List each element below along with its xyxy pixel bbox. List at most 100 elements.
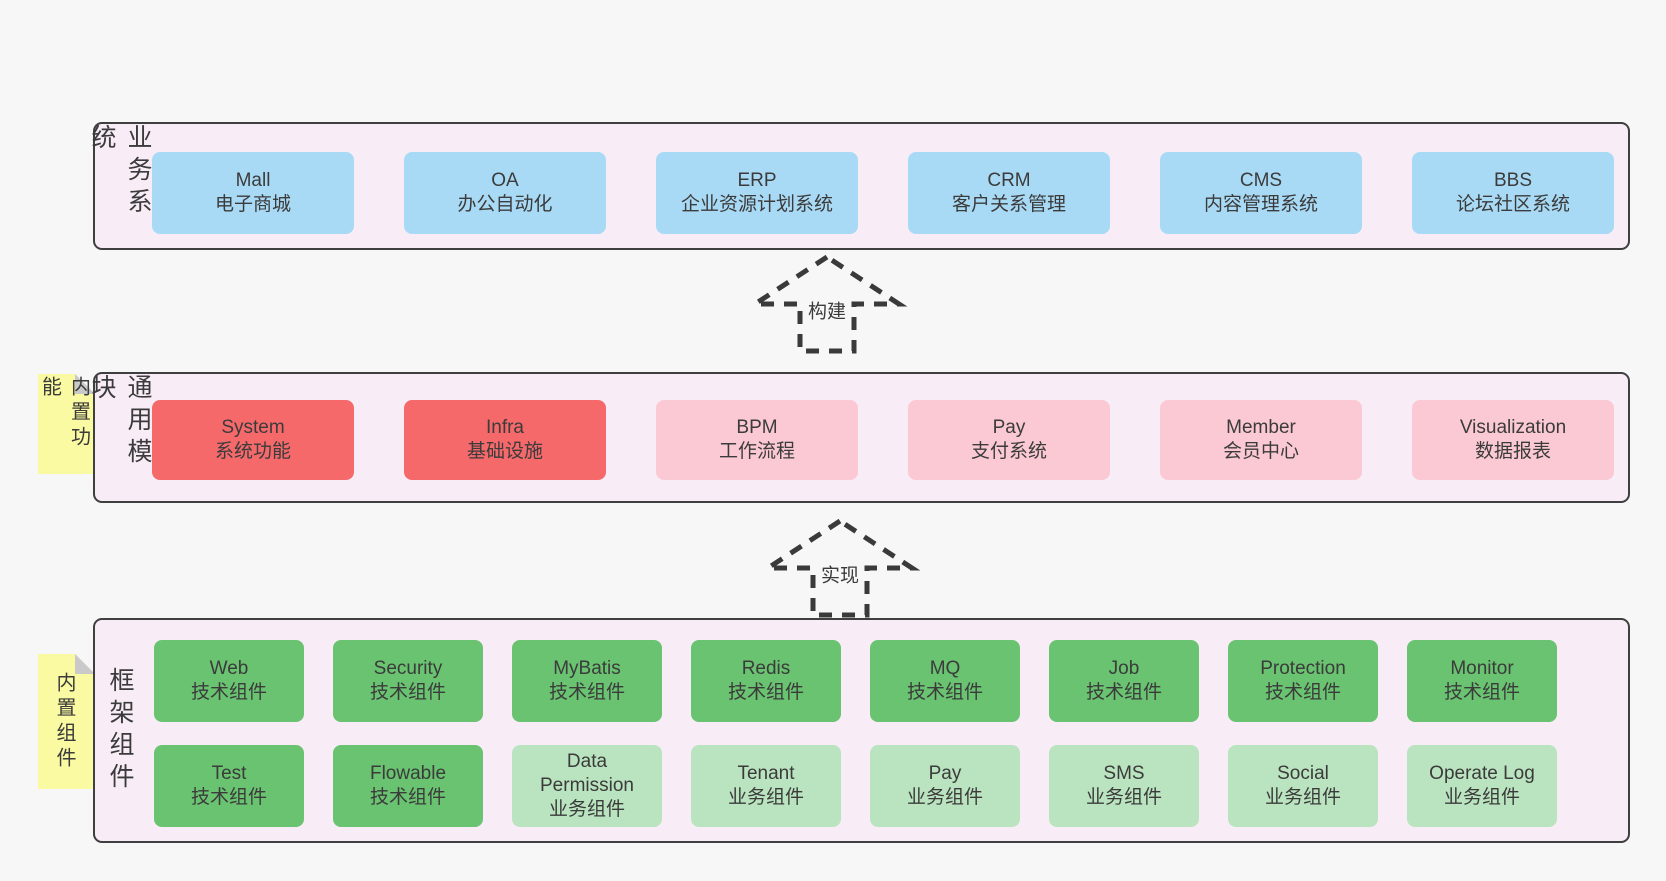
box-subtitle-zh: 技术组件 — [369, 682, 446, 703]
box-title-en: Tenant — [737, 763, 795, 784]
builtin-components-sticky-note: 内置组件 — [38, 654, 95, 789]
component-box-pay: Pay 支付系统 — [908, 400, 1110, 480]
box-subtitle-zh: 内容管理系统 — [1203, 194, 1318, 215]
business-systems-box-row: Mall 电子商城 OA 办公自动化 ERP 企业资源计划系统 CRM 客户关系管理 CMS 内容… — [152, 152, 1614, 234]
component-box-crm: CRM 客户关系管理 — [908, 152, 1110, 234]
box-title-en: Mall — [235, 170, 271, 191]
component-box-member: Member 会员中心 — [1160, 400, 1362, 480]
box-subtitle-zh: 数据报表 — [1474, 441, 1551, 462]
component-box-security: Security 技术组件 — [333, 640, 483, 722]
box-title-en: CRM — [987, 170, 1031, 191]
component-box-protection: Protection 技术组件 — [1228, 640, 1378, 722]
box-subtitle-zh: 系统功能 — [214, 441, 291, 462]
box-subtitle-zh: 技术组件 — [190, 787, 267, 808]
component-box-redis: Redis 技术组件 — [691, 640, 841, 722]
box-title-en: Pay — [928, 763, 962, 784]
dashed-up-arrow-icon — [746, 254, 908, 354]
box-title-en: Protection — [1260, 658, 1346, 679]
box-title-en: Operate Log — [1429, 763, 1535, 784]
builtin-features-sticky-label: 内置功能 — [38, 376, 90, 451]
box-title-en: Infra — [485, 417, 525, 438]
box-title-en: BPM — [736, 417, 778, 438]
box-title-en: Job — [1108, 658, 1140, 679]
box-title-en: Visualization — [1459, 417, 1567, 438]
component-box-mybatis: MyBatis 技术组件 — [512, 640, 662, 722]
box-title-en: SMS — [1103, 763, 1145, 784]
component-box-mall: Mall 电子商城 — [152, 152, 354, 234]
box-title-en: OA — [491, 170, 519, 191]
box-subtitle-zh: 技术组件 — [727, 682, 804, 703]
box-title-en: System — [221, 417, 285, 438]
box-subtitle-zh: 业务组件 — [727, 787, 804, 808]
box-title-en: Security — [373, 658, 443, 679]
sticky-note-icon — [38, 374, 95, 474]
box-subtitle-zh: 技术组件 — [548, 682, 625, 703]
band-label-common-modules: 通用模块 — [88, 374, 152, 470]
component-box-tenant: Tenant 业务组件 — [691, 745, 841, 827]
box-subtitle-zh: 业务组件 — [1085, 787, 1162, 808]
builtin-features-sticky-note: 内置功能 — [38, 374, 95, 474]
box-title-en: BBS — [1493, 170, 1533, 191]
box-subtitle-zh: 技术组件 — [1085, 682, 1162, 703]
component-box-mq: MQ 技术组件 — [870, 640, 1020, 722]
box-title-en: Web — [209, 658, 249, 679]
box-subtitle-zh: 业务组件 — [906, 787, 983, 808]
box-title-en: Member — [1226, 417, 1296, 438]
component-box-job: Job 技术组件 — [1049, 640, 1199, 722]
box-subtitle-zh: 基础设施 — [466, 441, 543, 462]
box-subtitle-zh: 业务组件 — [548, 799, 625, 820]
box-title-en: MQ — [929, 658, 961, 679]
box-subtitle-zh: 企业资源计划系统 — [680, 194, 833, 215]
box-title-en: Redis — [741, 658, 791, 679]
build-arrow: 构建 — [746, 254, 908, 354]
box-subtitle-zh: 业务组件 — [1443, 787, 1520, 808]
box-title-en: MyBatis — [553, 658, 621, 679]
sticky-note-icon — [38, 654, 95, 789]
box-title-en: Data Permission — [540, 751, 634, 796]
box-subtitle-zh: 支付系统 — [970, 441, 1047, 462]
component-box-infra: Infra 基础设施 — [404, 400, 606, 480]
component-box-operate-log: Operate Log 业务组件 — [1407, 745, 1557, 827]
component-box-flowable: Flowable 技术组件 — [333, 745, 483, 827]
box-subtitle-zh: 技术组件 — [1443, 682, 1520, 703]
component-box-pay: Pay 业务组件 — [870, 745, 1020, 827]
box-subtitle-zh: 会员中心 — [1222, 441, 1299, 462]
box-title-en: CMS — [1239, 170, 1283, 191]
component-box-cms: CMS 内容管理系统 — [1160, 152, 1362, 234]
implement-arrow: 实现 — [759, 518, 921, 618]
implement-arrow-label: 实现 — [816, 559, 864, 589]
box-subtitle-zh: 技术组件 — [906, 682, 983, 703]
box-subtitle-zh: 技术组件 — [190, 682, 267, 703]
band-label-framework-components: 框架组件 — [106, 666, 134, 795]
dashed-up-arrow-icon — [759, 518, 921, 618]
component-box-system: System 系统功能 — [152, 400, 354, 480]
component-box-monitor: Monitor 技术组件 — [1407, 640, 1557, 722]
business-systems-band: 业务系统 Mall 电子商城 OA 办公自动化 ERP 企业资源计划系统 CRM 客户关系管理… — [88, 122, 1630, 250]
component-box-oa: OA 办公自动化 — [404, 152, 606, 234]
box-title-en: Pay — [992, 417, 1026, 438]
box-subtitle-zh: 业务组件 — [1264, 787, 1341, 808]
component-box-data-permission: Data Permission 业务组件 — [512, 745, 662, 827]
box-subtitle-zh: 技术组件 — [369, 787, 446, 808]
component-box-web: Web 技术组件 — [154, 640, 304, 722]
box-title-en: Flowable — [369, 763, 447, 784]
band-label-business-systems: 业务系统 — [88, 124, 152, 220]
component-box-sms: SMS 业务组件 — [1049, 745, 1199, 827]
component-box-erp: ERP 企业资源计划系统 — [656, 152, 858, 234]
box-title-en: Monitor — [1450, 658, 1514, 679]
box-title-en: ERP — [737, 170, 777, 191]
box-subtitle-zh: 电子商城 — [214, 194, 291, 215]
builtin-components-sticky-label: 内置组件 — [53, 671, 75, 772]
component-box-visualization: Visualization 数据报表 — [1412, 400, 1614, 480]
box-subtitle-zh: 客户关系管理 — [951, 194, 1066, 215]
box-subtitle-zh: 技术组件 — [1264, 682, 1341, 703]
box-subtitle-zh: 办公自动化 — [457, 194, 553, 215]
